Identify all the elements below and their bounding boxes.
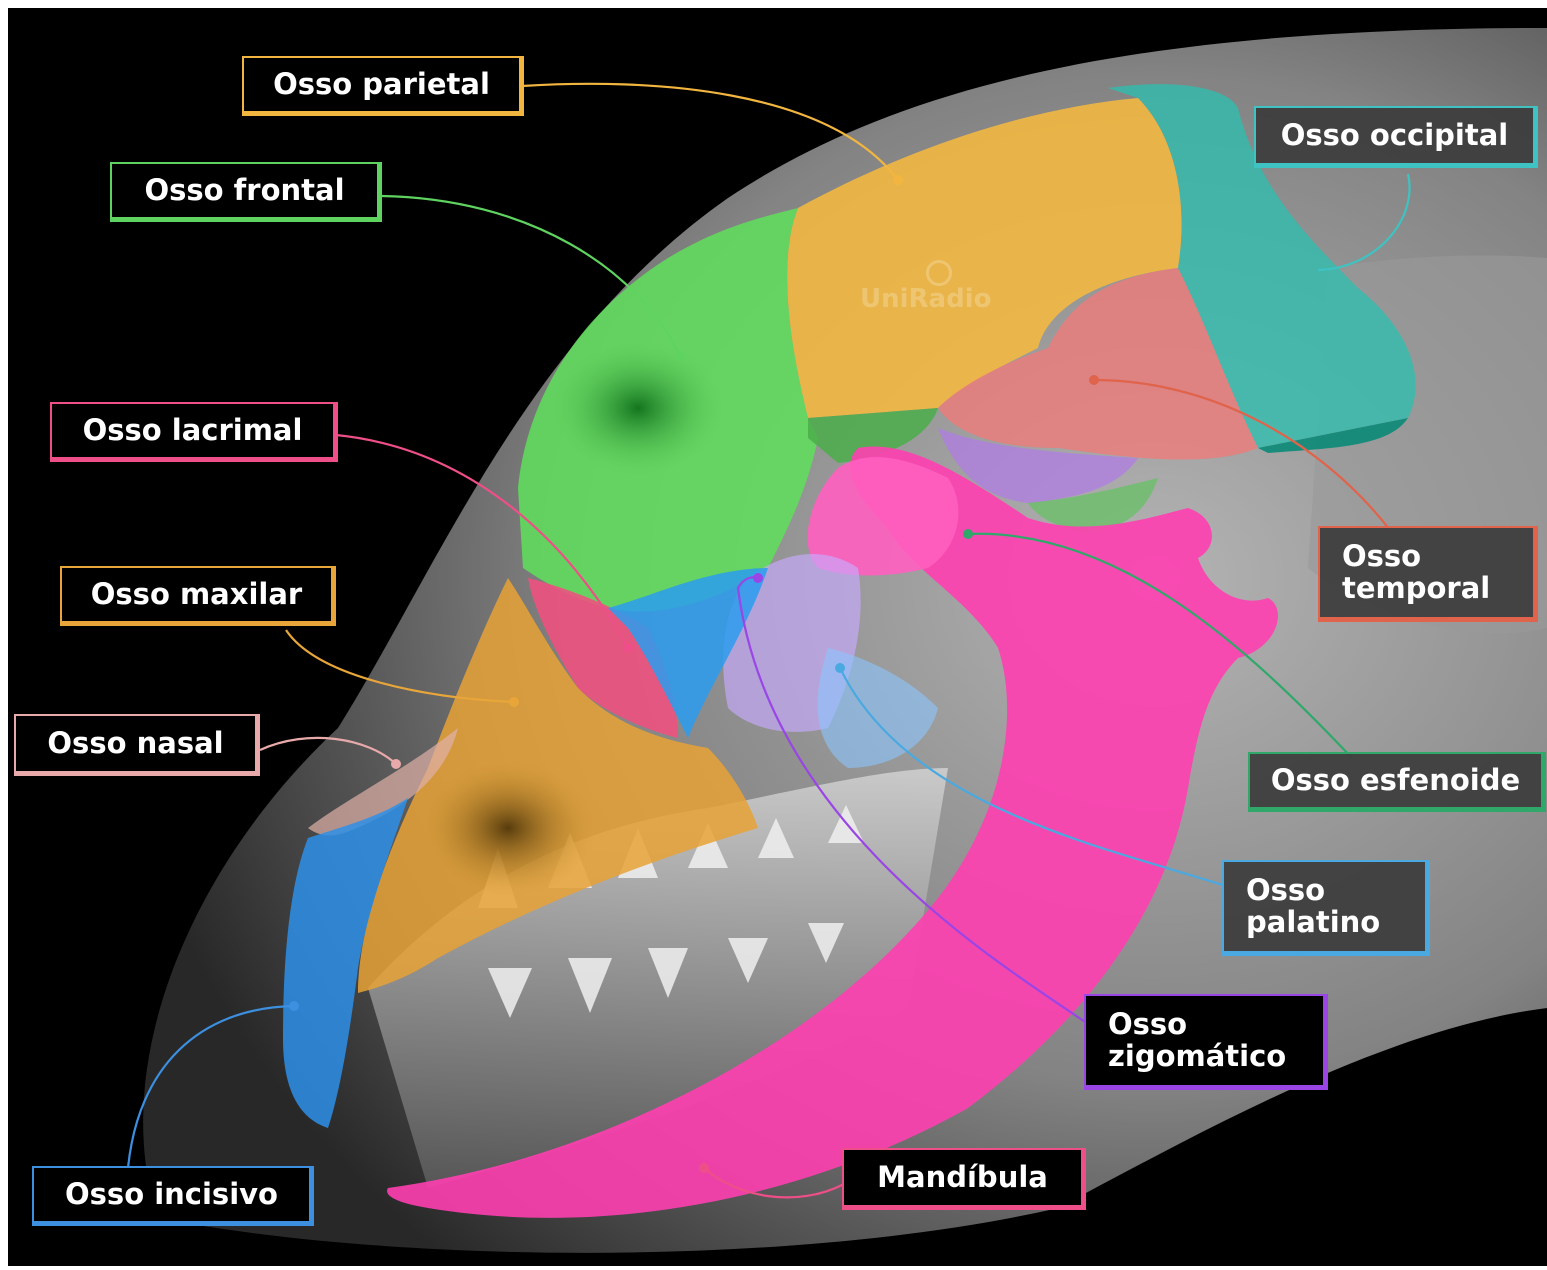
skull-radiograph [126,28,1547,1253]
label-nasal: Osso nasal [14,714,260,776]
leader-zigomatico [736,576,1089,1025]
label-mandibula: Mandíbula [842,1148,1086,1210]
leader-parietal [521,82,899,181]
leader-lines [126,82,1411,1199]
label-incisivo: Osso incisivo [32,1166,314,1226]
label-temporal: Osso temporal [1318,526,1538,622]
label-lacrimal: Osso lacrimal [50,402,338,462]
label-maxilar: Osso maxilar [60,566,336,626]
label-esfenoide: Osso esfenoide [1248,752,1546,812]
leader-frontal [379,194,681,357]
diagram-frame: UniRadio Osso parietal Osso frontal Osso… [8,8,1547,1266]
watermark-logo-icon [926,260,952,286]
incisivo-region [283,798,408,1128]
leader-maxilar [285,629,515,704]
esfenoide-region [938,428,1138,503]
label-occipital: Osso occipital [1254,106,1538,168]
occipital-region [1108,84,1416,448]
leader-incisivo [126,1004,295,1169]
temporal-region [938,268,1258,460]
leader-lacrimal [335,433,629,649]
leader-nasal [259,736,397,765]
label-parietal: Osso parietal [242,56,524,116]
lacrimal-region [528,578,678,738]
mandibula-region [387,446,1278,1218]
label-frontal: Osso frontal [110,162,382,222]
nasal-region [308,728,458,836]
label-zigomatico: Osso zigomático [1084,994,1328,1090]
leader-occipital [1317,173,1411,272]
watermark: UniRadio [860,284,992,314]
label-palatino: Osso palatino [1222,860,1430,956]
leader-esfenoide [967,532,1353,759]
leader-palatino [839,667,1227,888]
leader-mandibula [703,1167,845,1199]
palatino-region [817,648,938,768]
leader-temporal [1093,378,1391,531]
parietal-region [787,98,1182,418]
anchor-dots [289,175,1099,1173]
